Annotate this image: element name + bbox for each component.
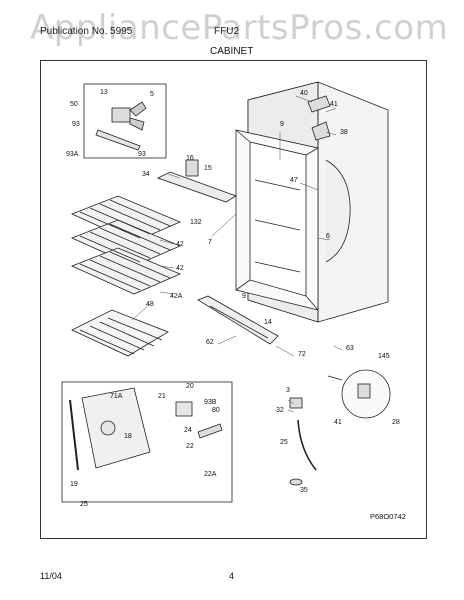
callout-label: 25	[280, 439, 288, 446]
callout-label: 6	[326, 233, 330, 240]
callout-label: 41	[334, 419, 342, 426]
publication-label: Publication No. 5995	[40, 26, 133, 37]
fan-inset	[83, 83, 167, 159]
footer-date: 11/04	[40, 571, 62, 581]
callout-label: 47	[290, 177, 298, 184]
callout-label: 80	[212, 407, 220, 414]
diagram-code: P68O0742	[370, 512, 406, 521]
callout-label: 34	[142, 171, 150, 178]
callout-label: 14	[264, 319, 272, 326]
callout-label: 7	[208, 239, 212, 246]
callout-label: 42	[176, 241, 184, 248]
diagram-frame	[40, 60, 427, 539]
callout-label: 18	[124, 433, 132, 440]
callout-label: 19	[70, 481, 78, 488]
callout-label: 38	[340, 129, 348, 136]
wire-shelves	[70, 195, 182, 295]
callout-label: 3	[286, 387, 290, 394]
callout-label: 35	[300, 487, 308, 494]
leg-and-tube	[289, 397, 317, 486]
callout-label: 42A	[170, 293, 183, 300]
callout-label: 21	[158, 393, 166, 400]
callout-label: 93	[138, 151, 146, 158]
light-bracket	[156, 159, 237, 203]
callout-label: 72	[298, 351, 306, 358]
callout-label: 132	[190, 219, 202, 226]
callout-label: 24	[184, 427, 192, 434]
watermark: AppliancePartsPros.com	[30, 8, 449, 48]
section-title: CABINET	[210, 46, 254, 57]
callout-label: 145	[378, 353, 390, 360]
callout-label: 93A	[66, 151, 79, 158]
callout-label: 93B	[204, 399, 217, 406]
callout-label: 22A	[204, 471, 217, 478]
callout-label: 25	[80, 501, 88, 508]
callout-label: 63	[346, 345, 354, 352]
callout-label: 42	[176, 265, 184, 272]
callout-label: 15	[204, 165, 212, 172]
detail-circle	[327, 369, 391, 419]
footer-page-number: 4	[229, 571, 235, 581]
control-inset	[61, 381, 233, 503]
callout-label: 40	[300, 90, 308, 97]
callout-label: 71A	[110, 393, 123, 400]
callout-label: 5	[150, 91, 154, 98]
callout-label: 32	[276, 407, 284, 414]
callout-label: 9	[280, 121, 284, 128]
basket	[71, 309, 169, 357]
callout-label: 20	[186, 383, 194, 390]
callout-label: 28	[392, 419, 400, 426]
kick-plate	[197, 295, 279, 345]
callout-label: 9	[242, 293, 246, 300]
callout-label: 62	[206, 339, 214, 346]
callout-label: 41	[330, 101, 338, 108]
callout-label: 48	[146, 301, 154, 308]
cabinet-body	[235, 81, 389, 323]
callout-label: 22	[186, 443, 194, 450]
callout-label: 16	[186, 155, 194, 162]
callout-label: 13	[100, 89, 108, 96]
callout-label: 93	[72, 121, 80, 128]
callout-label: 50	[70, 101, 78, 108]
model-code: FFU2	[214, 26, 239, 37]
